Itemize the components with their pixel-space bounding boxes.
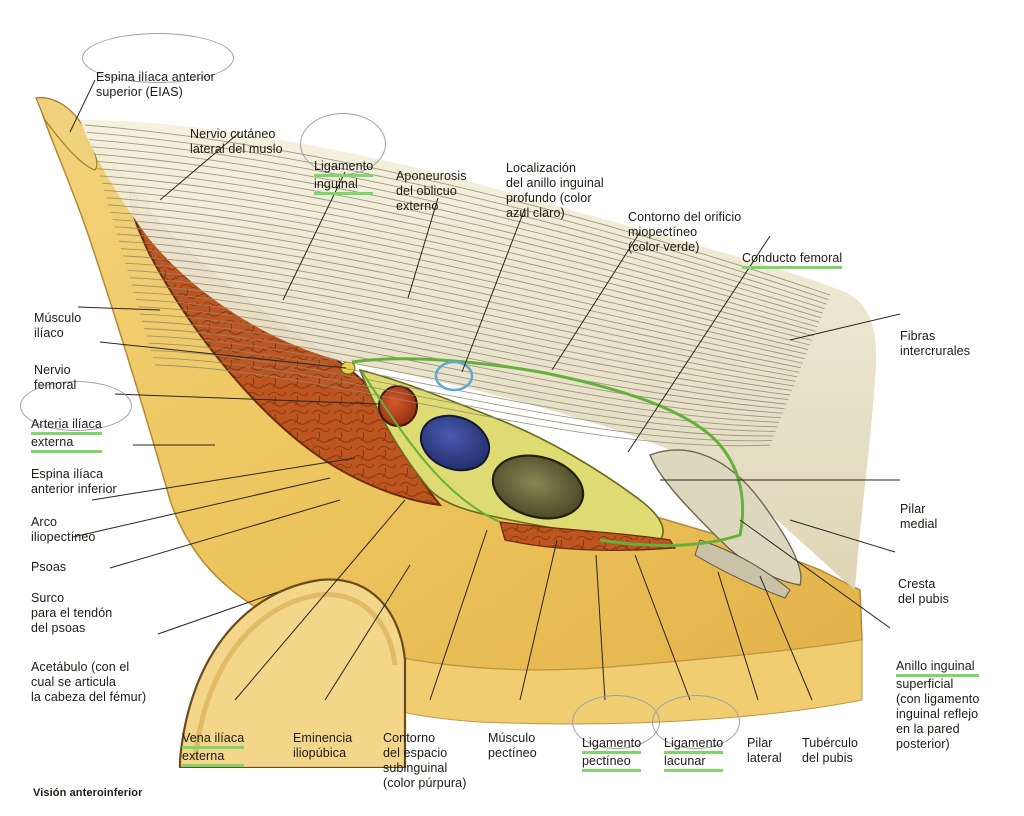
myopectineal-outline: [351, 357, 745, 547]
fiber-strand: [146, 335, 778, 428]
anatomy-illustration: [35, 79, 901, 768]
fiber-strand: [125, 262, 796, 382]
fiber-strand: [116, 233, 803, 364]
fiber-strand: [84, 124, 831, 296]
fiber-strand: [133, 291, 789, 400]
external-oblique-aponeurosis: [80, 120, 877, 590]
fiber-strand: [112, 219, 807, 355]
fiber-strand: [121, 248, 800, 373]
fiber-strand: [87, 131, 829, 300]
fiber-strand: [135, 299, 787, 405]
acetabulum-rim: [192, 591, 398, 761]
pubic-region: [299, 629, 863, 725]
aponeurosis-fibers: [84, 124, 831, 447]
fiber-strand: [110, 211, 809, 350]
fiber-strand: [114, 226, 805, 360]
fiber-strand: [138, 306, 785, 410]
lateral-crus: [694, 539, 791, 599]
fiber-strand: [118, 240, 801, 369]
asis-tip: [35, 97, 98, 171]
fiber-strand: [127, 270, 794, 387]
label-psoas: Psoas: [31, 560, 67, 574]
fiber-strand: [95, 160, 822, 319]
label-conducto-femoral: Conducto femoral: [742, 221, 843, 284]
acetabulum-shape: [178, 578, 407, 768]
fiber-strand: [106, 197, 812, 341]
fiber-strand: [89, 139, 827, 305]
subinguinal-outline: [361, 371, 501, 523]
medial-crus: [649, 449, 802, 586]
fiber-strand: [104, 190, 814, 337]
fiber-strand: [152, 357, 772, 442]
fiber-strand: [150, 350, 774, 437]
fiber-strand: [99, 175, 818, 328]
fiber-strand: [101, 182, 816, 332]
fiber-strand: [131, 284, 791, 396]
fiber-strand: [97, 168, 820, 323]
fiber-strand: [93, 153, 823, 314]
fiber-strand: [129, 277, 792, 391]
fiber-strand: [154, 364, 771, 447]
leader-lines: [69, 79, 901, 701]
femoral-canal: [491, 454, 585, 520]
label-vision: Visión anteroinferior: [33, 787, 143, 799]
fiber-strand: [91, 146, 825, 310]
fiber-strand: [142, 320, 781, 419]
deep-ring-outline: [434, 360, 474, 392]
external-iliac-vein: [419, 414, 491, 472]
fiber-strand: [144, 328, 780, 423]
